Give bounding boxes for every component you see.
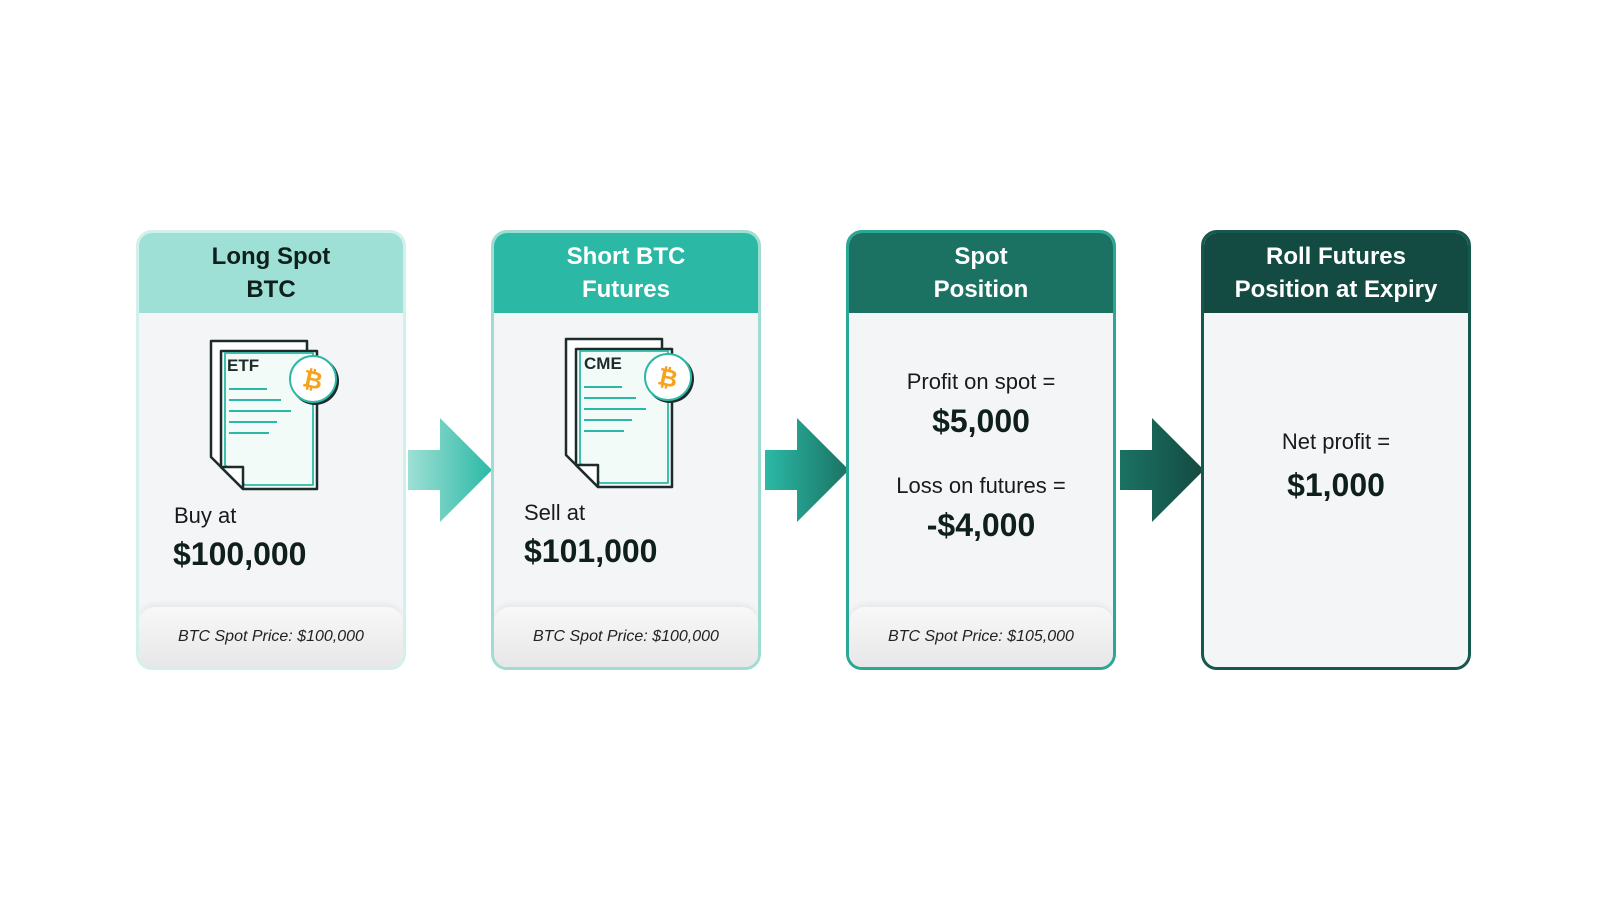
loss-amount: -$4,000 xyxy=(926,507,1036,543)
price-amount: $100,000 xyxy=(173,536,307,572)
spot-price-footer: BTC Spot Price: $100,000 xyxy=(494,607,758,667)
net-profit-amount: $1,000 xyxy=(1287,467,1385,503)
step-title-line2: Futures xyxy=(581,276,670,303)
step-title-line2: Position at Expiry xyxy=(1234,276,1438,303)
step-title-line1: Short BTC xyxy=(566,243,686,270)
arrow-right-icon xyxy=(765,418,849,522)
step-title-line1: Spot xyxy=(954,243,1008,270)
action-label: Sell at xyxy=(524,500,586,525)
step-title-line1: Roll Futures xyxy=(1265,243,1406,270)
spot-price-footer: BTC Spot Price: $100,000 xyxy=(139,607,403,667)
step-header: Short BTC Futures xyxy=(494,233,758,313)
step-header: Long Spot BTC xyxy=(139,233,403,313)
step-card-long-spot: Long Spot BTC ETF ₿ Buy at $100,000 BTC … xyxy=(136,230,406,670)
step-card-roll-futures: Roll Futures Position at Expiry Net prof… xyxy=(1201,230,1471,670)
price-amount: $101,000 xyxy=(524,533,658,569)
bitcoin-icon: ₿ xyxy=(644,353,694,403)
profit-label: Profit on spot = xyxy=(906,369,1056,394)
loss-label: Loss on futures = xyxy=(896,473,1066,498)
step-header: Spot Position xyxy=(849,233,1113,313)
step-header: Roll Futures Position at Expiry xyxy=(1204,233,1468,313)
doc-label: ETF xyxy=(227,356,259,375)
net-profit-label: Net profit = xyxy=(1281,429,1391,454)
bitcoin-icon: ₿ xyxy=(289,355,339,405)
arrow-right-icon xyxy=(408,418,492,522)
step-title-line1: Long Spot xyxy=(211,243,331,270)
step-title-line2: BTC xyxy=(246,276,296,303)
doc-label: CME xyxy=(584,354,622,373)
profit-amount: $5,000 xyxy=(932,403,1030,439)
document-icon: ETF ₿ xyxy=(209,339,339,491)
action-label: Buy at xyxy=(174,503,237,528)
spot-price-footer: BTC Spot Price: $105,000 xyxy=(849,607,1113,667)
document-icon: CME ₿ xyxy=(564,337,694,489)
step-card-short-futures: Short BTC Futures CME ₿ Sell at $101,000… xyxy=(491,230,761,670)
step-title-line2: Position xyxy=(933,276,1029,303)
step-card-spot-position: Spot Position Profit on spot = $5,000 Lo… xyxy=(846,230,1116,670)
arrow-right-icon xyxy=(1120,418,1204,522)
